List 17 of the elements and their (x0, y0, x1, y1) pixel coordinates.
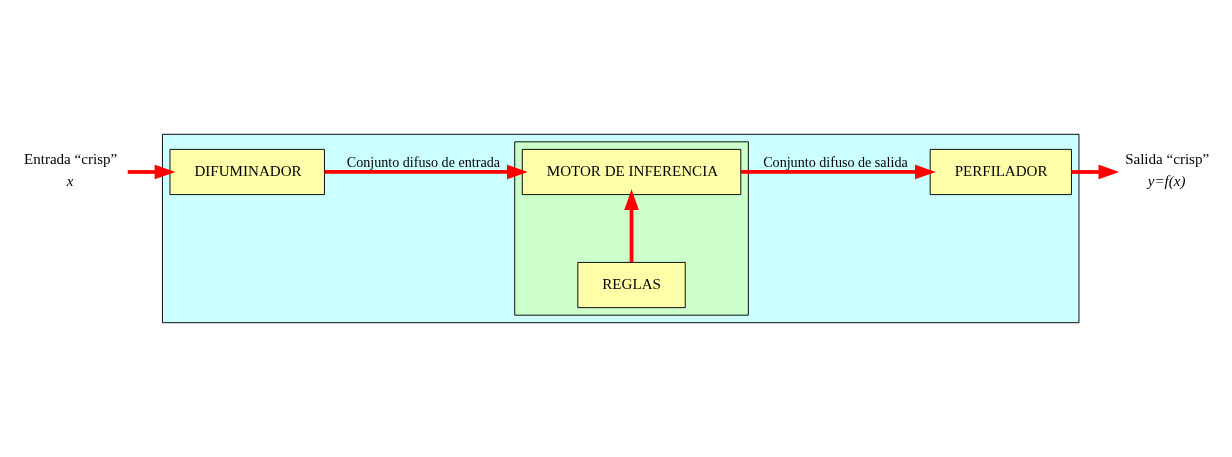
node-label: y=f(x) (1147, 172, 1186, 189)
edge-label: Conjunto difuso de entrada (346, 154, 500, 171)
node-label: x (66, 172, 74, 189)
node-text: Entrada “crisp” (23, 151, 118, 168)
node-box: MOTOR DE INFERENCIA (521, 148, 742, 196)
cluster (514, 141, 749, 316)
cluster (161, 133, 1080, 324)
arrow (324, 164, 528, 180)
arrow (1071, 164, 1120, 180)
node-text: Salida “crisp” (1125, 151, 1210, 168)
node-box: DIFUMINADOR (169, 148, 325, 196)
arrow (127, 164, 176, 180)
arrow (740, 164, 936, 180)
arrow (624, 189, 639, 263)
node-box: PERFILADOR (929, 148, 1072, 196)
node-box: REGLAS (577, 261, 686, 309)
edge-label: Conjunto difuso de salida (763, 154, 908, 171)
